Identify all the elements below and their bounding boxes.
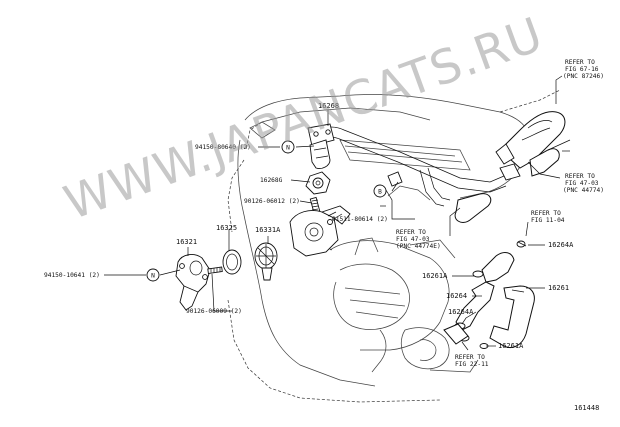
label-16264A-upper: 16264A <box>548 241 574 249</box>
label-90126-06009: 90126-06009 (2) <box>186 308 242 315</box>
ref-fig67-line1: REFER TO <box>565 59 595 66</box>
ref-fig11-line1: REFER TO <box>531 210 561 217</box>
gasket-16268G <box>305 171 331 195</box>
leader-lines <box>104 75 570 351</box>
ref-fig67-line3: (PNC 87246) <box>563 73 604 80</box>
ref-fig47-03b-line1: REFER TO <box>396 229 426 236</box>
short-hose-center <box>454 193 492 223</box>
label-94150-10641: 94150-10641 (2) <box>44 272 100 279</box>
label-91511-80614: 91511-80614 (2) <box>332 216 388 223</box>
marker-n-lower-text: N <box>151 273 155 280</box>
label-16264A-lower: 16264A <box>448 308 474 316</box>
marker-n-upper-text: N <box>286 145 290 152</box>
marker-b: B <box>373 184 387 198</box>
marker-n-lower: N <box>146 268 160 282</box>
ref-fig47-03a-line2: FIG 47-03 <box>565 180 599 187</box>
ref-fig47-03b-line3: (PNC 44774E) <box>396 243 441 250</box>
label-16331A: 16331A <box>255 226 281 234</box>
ref-fig47-03a-line3: (PNC 44774) <box>563 187 604 194</box>
label-16325: 16325 <box>216 224 237 232</box>
ref-fig22-line1: REFER TO <box>455 354 485 361</box>
water-outlet-housing <box>289 205 351 257</box>
stud-bolt-90126-06012 <box>309 196 321 214</box>
label-16268G: 16268G <box>260 177 283 184</box>
label-94150-80640: 94150-80640 (2) <box>195 144 251 151</box>
label-16264: 16264 <box>446 292 467 300</box>
label-16268: 16268 <box>318 102 339 110</box>
stud-bolts-90126-06009 <box>207 266 223 274</box>
hose-clamp-upper <box>472 240 527 278</box>
ref-fig67-line2: FIG 67-16 <box>565 66 599 73</box>
ref-fig47-03b-line2: FIG 47-03 <box>396 236 430 243</box>
ref-fig11-line2: FIG 11-04 <box>531 217 565 224</box>
gasket-16325 <box>222 249 242 275</box>
label-16321: 16321 <box>176 238 197 246</box>
label-16261A-upper: 16261A <box>422 272 448 280</box>
upper-heater-hose <box>495 111 571 181</box>
water-inlet-16321 <box>175 254 211 311</box>
diagram-id: 161448 <box>574 404 599 412</box>
marker-b-text: B <box>378 189 382 196</box>
pipe-fitting-16268G <box>309 139 331 169</box>
ref-fig47-03a-line1: REFER TO <box>565 173 595 180</box>
thermostat-16331A <box>254 242 278 281</box>
lower-hose-16261 <box>443 240 535 349</box>
label-16261: 16261 <box>548 284 569 292</box>
boundary-lines <box>227 89 561 403</box>
label-16261A-lower: 16261A <box>498 342 524 350</box>
ref-fig22-line2: FIG 22-11 <box>455 361 489 368</box>
label-90126-06012: 90126-06012 (2) <box>244 198 300 205</box>
water-bypass-pipe-16268 <box>307 123 507 207</box>
marker-n-upper: N <box>281 140 295 154</box>
